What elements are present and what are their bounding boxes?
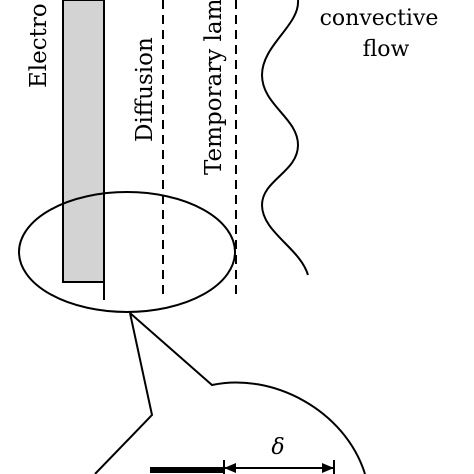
- electrode-plate: [62, 0, 105, 283]
- delta-arrow-head-right: [322, 463, 334, 473]
- diffusion-layer-label: Diffusion: [132, 37, 158, 142]
- convective-flow-label-line1: convective: [320, 6, 439, 31]
- zoom-callout-bubble: [94, 312, 366, 474]
- delta-arrow-head-left: [224, 463, 236, 473]
- electrode-label: Electro: [26, 3, 52, 88]
- zoom-ellipse: [18, 191, 236, 313]
- delta-label: δ: [271, 435, 284, 460]
- temporary-layer-label: Temporary lam: [201, 0, 227, 175]
- convective-flow-label-line2: flow: [363, 37, 410, 62]
- convective-flow-wave: [260, 0, 309, 276]
